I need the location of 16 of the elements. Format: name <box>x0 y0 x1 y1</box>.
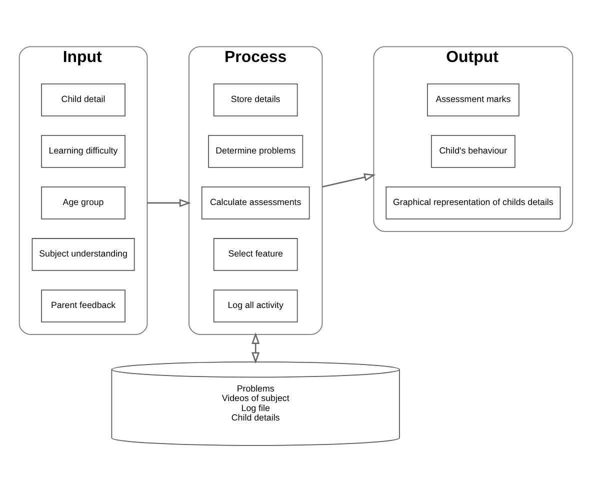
node-box: Subject understanding <box>32 238 135 270</box>
node-box: Learning difficulty <box>41 134 126 168</box>
node-box: Calculate assessments <box>201 186 310 219</box>
node-box: Determine problems <box>208 134 304 168</box>
node-box: Parent feedback <box>41 289 126 322</box>
arrow <box>147 198 191 207</box>
node-box: Child detail <box>41 83 126 116</box>
node-box: Assessment marks <box>427 83 520 116</box>
node-box: Store details <box>213 83 298 116</box>
node-box: Log all activity <box>213 289 298 322</box>
node-box: Select feature <box>213 238 298 270</box>
node-box: Graphical representation of childs details <box>386 186 561 219</box>
arrow <box>322 172 376 188</box>
node-box: Age group <box>41 186 126 219</box>
arrow <box>252 332 260 364</box>
node-box: Child's behaviour <box>431 134 516 168</box>
